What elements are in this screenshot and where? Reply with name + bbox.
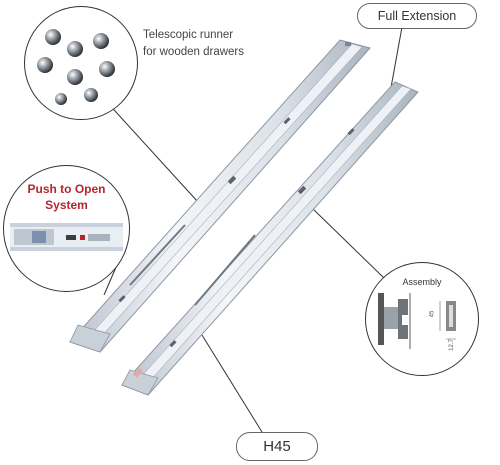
push-to-open-mechanism-image [10,223,123,251]
push-to-open-title-line-2: System [45,198,88,212]
leader-line-balls [104,99,199,203]
push-to-open-title: Push to Open System [4,181,129,213]
runner-caption-line-2: for wooden drawers [143,46,244,58]
push-to-open-title-line-1: Push to Open [27,182,106,196]
ball-bearings-callout [24,6,138,120]
leader-line-h45 [201,334,263,433]
ball-bearings-image [37,29,115,105]
leader-line-assembly [311,207,385,279]
push-to-open-callout: Push to Open System [3,165,130,292]
runner-caption-line-1: Telescopic runner [143,29,234,41]
runner-caption: Telescopic runner for wooden drawers [143,27,273,61]
assembly-dimension-height: 45 [429,310,436,318]
left-drawer-slide [69,39,371,353]
assembly-diagram [378,293,456,349]
full-extension-badge: Full Extension [357,3,477,29]
assembly-label: Assembly [402,277,442,287]
model-badge: H45 [236,432,318,461]
assembly-dimension-depth: 12.7 [448,339,455,351]
right-drawer-slide [121,81,419,396]
assembly-callout: Assembly 45 12.7 [365,262,479,376]
